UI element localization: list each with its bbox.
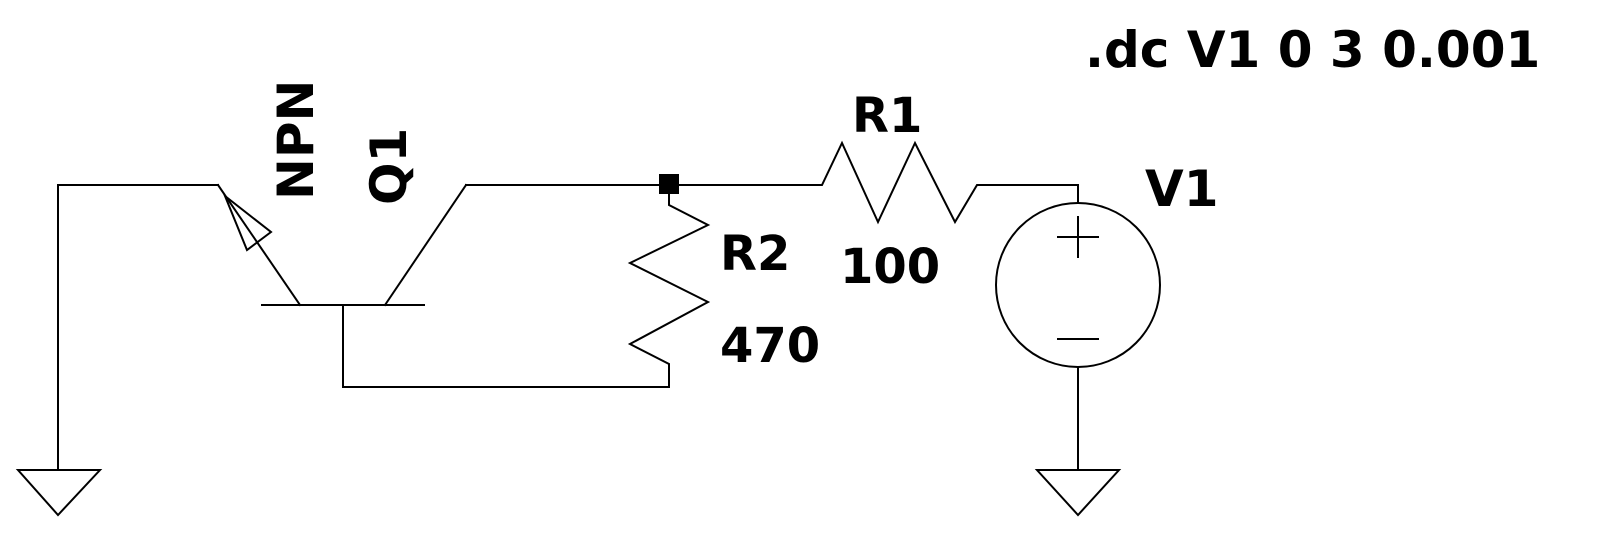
r1-value-label[interactable]: 100 (840, 239, 940, 295)
v1-name-label[interactable]: V1 (1145, 160, 1219, 218)
r2-name-label[interactable]: R2 (720, 226, 790, 282)
spice-directive[interactable]: .dc V1 0 3 0.001 (1085, 21, 1540, 79)
r2-value-label[interactable]: 470 (720, 318, 820, 374)
voltage-source-v1[interactable] (995, 184, 1161, 471)
ground-symbol-right[interactable] (1034, 469, 1122, 517)
resistor-r1[interactable] (811, 140, 1079, 225)
q1-model-label[interactable]: NPN (267, 80, 325, 200)
r1-name-label[interactable]: R1 (852, 88, 922, 144)
left-ground-wire[interactable] (57, 184, 219, 471)
transistor-q1[interactable] (216, 183, 468, 388)
ground-symbol-left[interactable] (15, 469, 103, 517)
resistor-r2[interactable] (627, 184, 711, 388)
q1-name-label[interactable]: Q1 (360, 128, 418, 205)
